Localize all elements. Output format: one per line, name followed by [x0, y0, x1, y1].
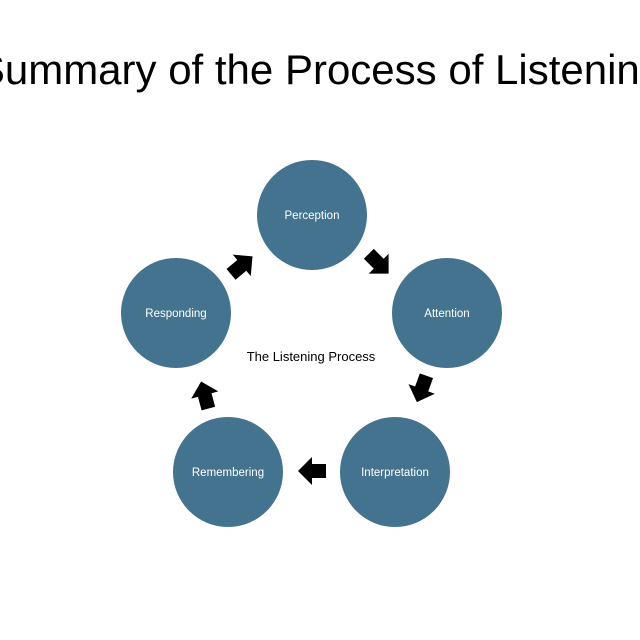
node-remembering: Remembering: [173, 417, 283, 527]
center-label: The Listening Process: [247, 349, 376, 364]
arrow-attention-to-interpretation: [408, 373, 435, 403]
node-circle: [392, 258, 502, 368]
node-label-remembering: Remembering: [192, 467, 264, 479]
slide-title: Summary of the Process of Listening: [0, 46, 640, 93]
node-perception: Perception: [257, 160, 367, 270]
node-label-perception: Perception: [285, 210, 340, 222]
node-label-attention: Attention: [424, 308, 469, 320]
node-responding: Responding: [121, 258, 231, 368]
node-label-interpretation: Interpretation: [361, 467, 429, 479]
node-circle: [257, 160, 367, 270]
arrow-remembering-to-responding: [191, 381, 219, 411]
arrow-interpretation-to-remembering: [298, 457, 326, 485]
node-circle: [121, 258, 231, 368]
node-circle: [173, 417, 283, 527]
node-attention: Attention: [392, 258, 502, 368]
node-label-responding: Responding: [145, 308, 206, 320]
arrow-responding-to-perception: [226, 254, 253, 280]
node-circle: [340, 417, 450, 527]
node-interpretation: Interpretation: [340, 417, 450, 527]
arrow-perception-to-attention: [363, 248, 389, 274]
